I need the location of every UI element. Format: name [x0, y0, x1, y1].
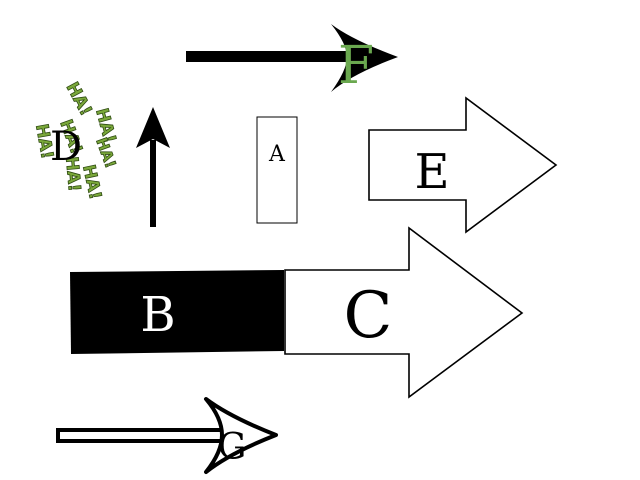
arrow-d-shaft — [150, 140, 156, 227]
arrow-d-label: D — [50, 124, 82, 170]
box-a-label: A — [268, 142, 286, 167]
arrow-f: F — [186, 24, 398, 96]
block-b-rect — [70, 270, 284, 354]
arrow-g-shaft — [56, 428, 230, 443]
arrow-g-head — [204, 397, 278, 474]
ha-word: HA! — [62, 79, 96, 119]
arrow-g: G — [56, 397, 278, 474]
box-a-rect — [256, 116, 298, 224]
block-b: B — [70, 270, 284, 354]
arrow-e: E — [368, 96, 558, 234]
arrow-e-label: E — [414, 144, 449, 200]
box-a: A — [256, 116, 298, 224]
ha-word: HA! — [78, 163, 105, 202]
ha-word: HA! — [31, 122, 57, 160]
arrow-c: C — [284, 226, 524, 399]
arrow-g-label: G — [218, 427, 247, 468]
block-b-label: B — [140, 287, 175, 343]
ha-word: HA! — [61, 156, 84, 193]
arrow-c-label: C — [344, 279, 393, 353]
arrow-f-label: F — [338, 36, 374, 96]
arrow-d — [136, 107, 170, 227]
arrow-e-outline — [368, 96, 558, 234]
ha-sticker: HA! HA! HA! HA! HA! HA! HA! D — [31, 79, 120, 202]
arrow-f-head — [331, 24, 398, 92]
arrow-c-outline — [284, 226, 524, 399]
arrow-d-head — [136, 107, 170, 148]
arrow-f-shaft — [186, 51, 366, 62]
